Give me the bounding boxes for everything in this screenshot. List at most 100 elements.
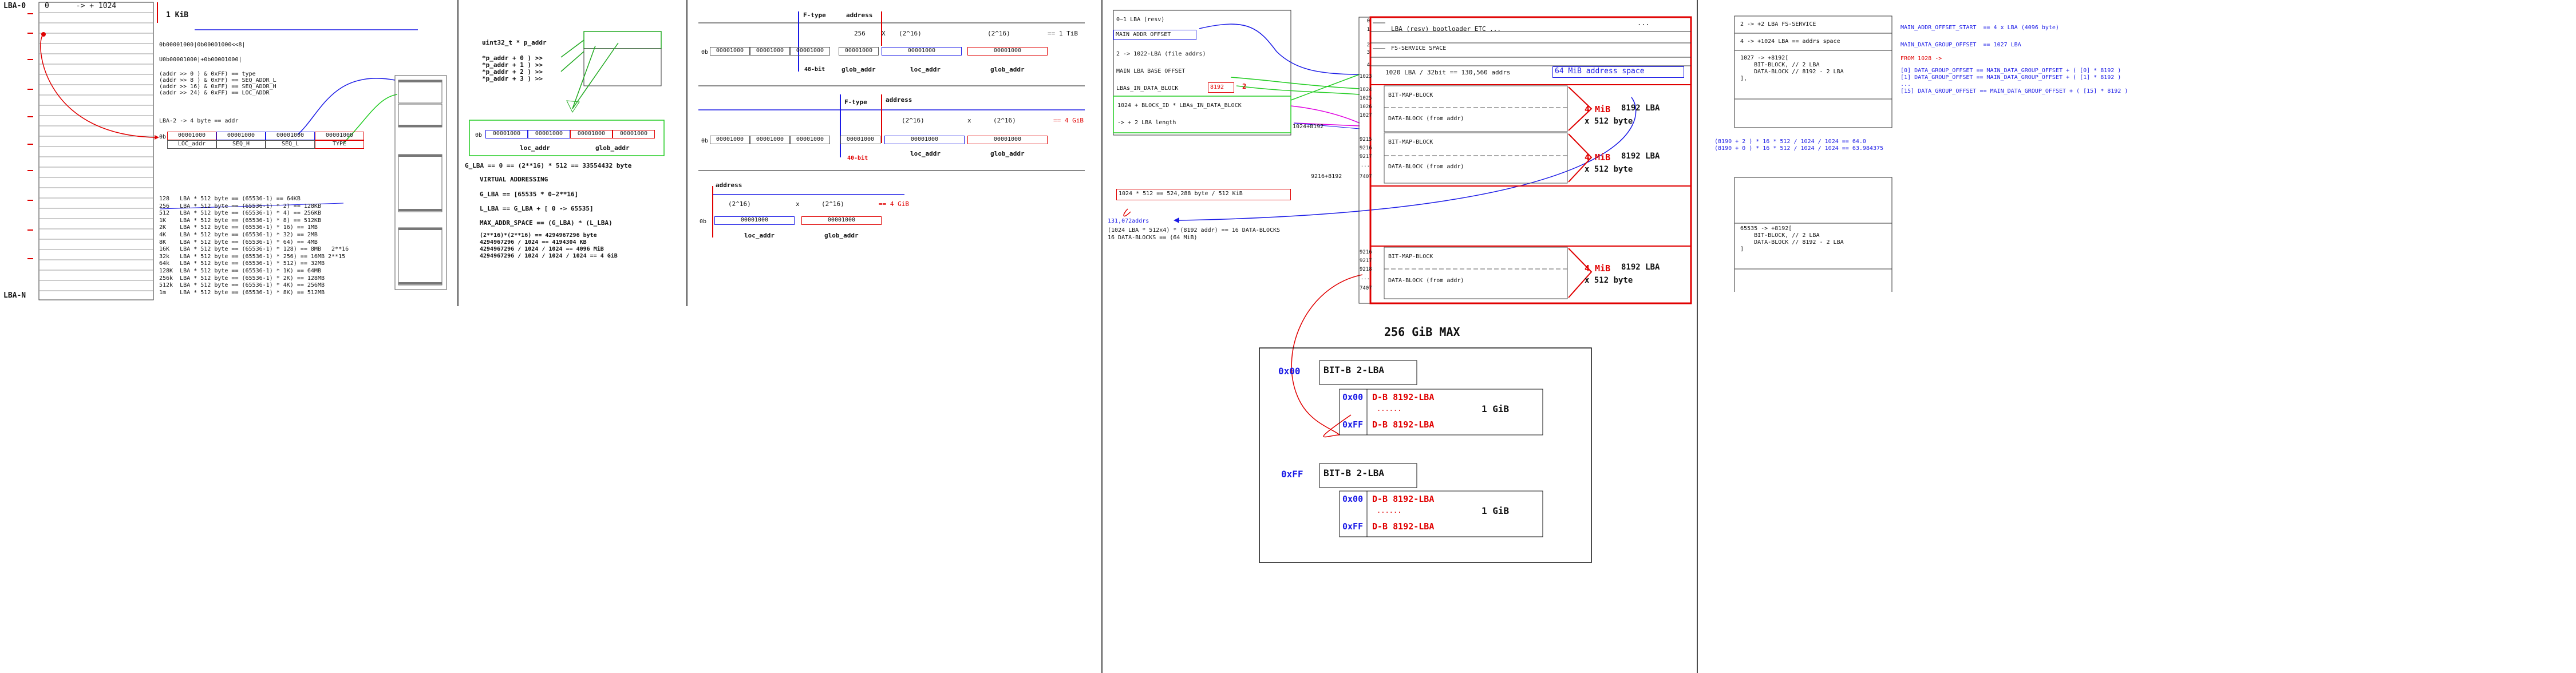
- size-table: 128 LBA * 512 byte == (65536-1) == 64KB …: [159, 196, 349, 296]
- shift-ops: (addr >> 0 ) & 0xFF) == type (addr >> 8 …: [159, 71, 276, 96]
- item-block-id: 1024 + BLOCK_ID * LBAs_IN_DATA_BLOCK: [1117, 102, 1242, 109]
- db-label: D-B 8192-LBA: [1372, 419, 1435, 430]
- bin-expr-a: 0b00001000|0b00001000<<8|: [159, 42, 246, 48]
- loc-addr-label: loc_addr: [910, 66, 941, 73]
- bit48-label: 48-bit: [804, 66, 825, 73]
- max-label: 256 GiB MAX: [1384, 325, 1460, 339]
- bin-cell: 00001000: [882, 47, 962, 56]
- lban-label: LBA-N: [3, 291, 26, 300]
- row-num: 2: [1366, 42, 1370, 48]
- sub-0xFF: 0xFF: [1342, 419, 1364, 430]
- kib-label: 1 KiB: [166, 11, 189, 19]
- lba-label: 8192 LBA: [1621, 263, 1660, 272]
- cell-label: TYPE: [315, 140, 364, 149]
- r2-eq: == 4 GiB: [1053, 117, 1084, 124]
- row-num: 9216: [1360, 145, 1372, 151]
- mib-label: 4 MiB: [1585, 263, 1611, 274]
- db-dots: ......: [1377, 405, 1402, 413]
- db-label: D-B 8192-LBA: [1372, 392, 1435, 402]
- glob-addr-label: glob_addr: [990, 66, 1025, 73]
- r1-c: (2^16): [987, 30, 1010, 37]
- bin-prefix: 0b: [159, 134, 167, 140]
- bin-cell: 00001000: [485, 130, 528, 138]
- bin-cell: 00001000: [750, 136, 790, 144]
- bin-cell: 00001000: [266, 132, 315, 140]
- row-num: 9215: [1360, 137, 1372, 142]
- group-1027: 1027 -> +8192[ BIT-BLOCK, // 2 LBA DATA-…: [1740, 55, 1844, 82]
- cell-label: LOC_addr: [167, 140, 216, 149]
- g-lba-eq: G_LBA == 0 == (2**16) * 512 == 33554432 …: [465, 162, 632, 169]
- bit40-label: 40-bit: [847, 155, 868, 161]
- pointer-lines: *p_addr + 0 ) >> *p_addr + 1 ) >> *p_add…: [482, 54, 543, 82]
- row-num: 1024: [1360, 87, 1372, 93]
- group-65535: 65535 -> +8192[ BIT-BLOCK, // 2 LBA DATA…: [1740, 225, 1844, 252]
- x512-label: x 512 byte: [1585, 117, 1633, 126]
- bin-cell: 00001000: [710, 47, 750, 56]
- lba2-note: LBA-2 -> 4 byte == addr: [159, 118, 239, 124]
- fs-label: FS-SERVICE SPACE: [1391, 45, 1447, 52]
- mib-label: 4 MiB: [1585, 152, 1611, 163]
- r3-a: (2^16): [728, 200, 751, 208]
- glob-addr-label: glob_addr: [824, 232, 859, 239]
- bin-cell: 00001000: [967, 47, 1048, 56]
- lba-label: 8192 LBA: [1621, 104, 1660, 113]
- lba-row-lines: [39, 12, 153, 291]
- red-ticks: [27, 13, 33, 259]
- bin-cell: 00001000: [714, 216, 795, 225]
- sub-0x00: 0x00: [1342, 494, 1364, 504]
- space-box: 64 MiB address space: [1552, 66, 1684, 78]
- r2-b: (2^16): [993, 117, 1016, 124]
- bin-cell: 00001000: [570, 130, 613, 138]
- item-resv: 0~1 LBA (resv): [1116, 17, 1165, 23]
- group-0x00: 0x00: [1278, 366, 1301, 377]
- bin-cell: 00001000: [967, 136, 1048, 144]
- address-label: address: [716, 181, 742, 189]
- bin-prefix: 0b: [475, 132, 483, 138]
- row-num: 1025: [1360, 96, 1372, 101]
- datablock-label: DATA-BLOCK (from addr): [1388, 164, 1464, 170]
- main-addr-offset-start: MAIN_ADDR_OFFSET_START == 4 x LBA (4096 …: [1901, 25, 2059, 31]
- datablock-label: DATA-BLOCK (from addr): [1388, 278, 1464, 284]
- row-num: 1: [1366, 27, 1370, 33]
- from-1028: FROM 1028 ->: [1901, 56, 1942, 62]
- addr-line: 1020 LBA / 32bit == 130,560 addrs: [1385, 69, 1511, 76]
- bin-cell: 00001000: [840, 136, 880, 144]
- pointer-title: uint32_t * p_addr: [482, 39, 547, 46]
- bin-cell: 00001000: [839, 47, 879, 56]
- bitb-label: BIT-B 2-LBA: [1323, 468, 1384, 478]
- bin-cell: 00001000: [710, 136, 750, 144]
- row-num: 1027: [1360, 113, 1372, 118]
- row-num: 1023: [1360, 74, 1372, 80]
- mib-label: 4 MiB: [1585, 104, 1611, 114]
- r2-x: x: [796, 200, 800, 208]
- glob-addr-label: glob_addr: [595, 144, 630, 152]
- cell-label: SEQ_L: [266, 140, 315, 149]
- row-num: 9216: [1360, 250, 1372, 255]
- val-2: 2: [1242, 82, 1247, 90]
- ftype-label: F-type: [803, 11, 826, 19]
- x512-label: x 512 byte: [1585, 165, 1633, 174]
- eq-524288: 1024 * 512 == 524,288 byte / 512 KiB: [1116, 189, 1291, 200]
- lba-plus2: 9216+8192: [1311, 173, 1342, 180]
- row-num: 1026: [1360, 104, 1372, 110]
- db-label: D-B 8192-LBA: [1372, 494, 1435, 504]
- item-lbas-in-block: LBAs_IN_DATA_BLOCK: [1116, 85, 1179, 92]
- r1-b: (2^16): [899, 30, 922, 37]
- l-lba-eq: L_LBA == G_LBA + [ 0 -> 65535]: [480, 205, 594, 212]
- bin-cell: 00001000: [167, 132, 216, 140]
- row-num: 4: [1366, 62, 1370, 68]
- bin-cell: 00001000: [315, 132, 364, 140]
- gib-label: 1 GiB: [1481, 403, 1510, 414]
- bin-cell: 00001000: [801, 216, 882, 225]
- r2-x: x: [967, 117, 971, 124]
- row-num: ...: [1360, 275, 1370, 281]
- bin-cell: 00001000: [884, 136, 965, 144]
- row-num: 7407: [1360, 174, 1372, 180]
- bin-cell: 00001000: [790, 136, 830, 144]
- sub-0xFF: 0xFF: [1342, 521, 1364, 532]
- g-lba2-eq: G_LBA == [65535 * 0~2**16]: [480, 191, 579, 198]
- range-label: 0 -> + 1024: [45, 2, 117, 10]
- fs-service-row: 2 -> +2 LBA FS-SERVICE: [1740, 21, 1816, 27]
- bin-expr-b: U0b00001000|+0b00001000|: [159, 57, 242, 63]
